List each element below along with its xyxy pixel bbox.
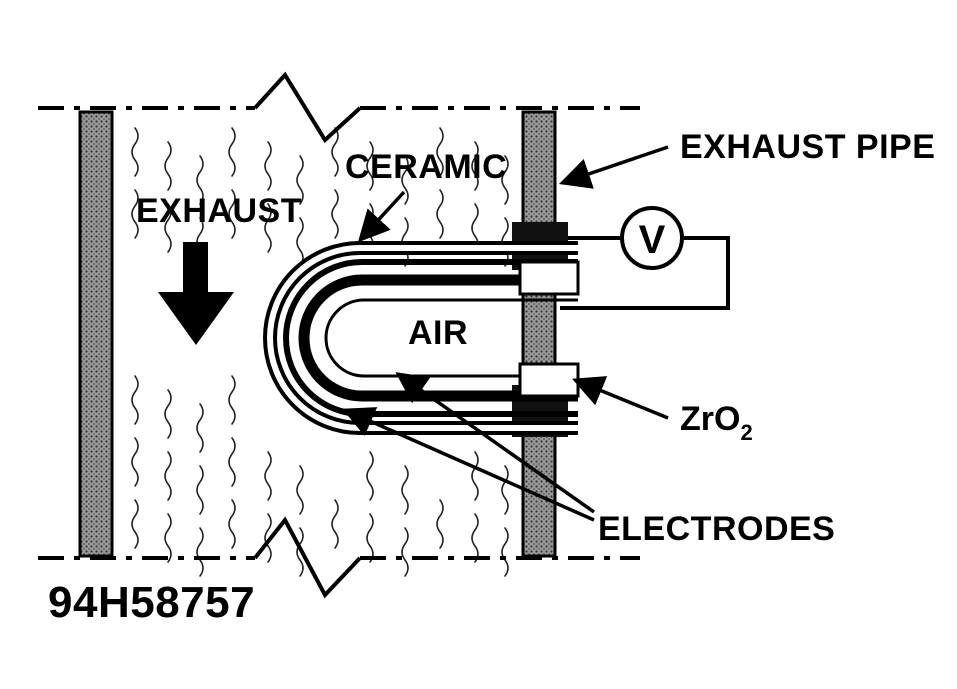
voltmeter-icon bbox=[620, 206, 684, 270]
exhaust-wave bbox=[228, 189, 236, 239]
exhaust-wave bbox=[131, 437, 139, 487]
exhaust-wave bbox=[164, 203, 172, 253]
label-air: AIR bbox=[408, 314, 468, 352]
label-zro2-main: ZrO bbox=[680, 400, 740, 438]
exhaust-wave bbox=[131, 499, 139, 549]
exhaust-wave bbox=[196, 403, 204, 453]
exhaust-wave bbox=[228, 127, 236, 177]
exhaust-wave bbox=[501, 155, 509, 205]
label-exhaust-pipe: EXHAUST PIPE bbox=[680, 128, 935, 166]
exhaust-wave bbox=[331, 127, 339, 177]
label-electrodes: ELECTRODES bbox=[598, 510, 835, 548]
exhaust-wave bbox=[296, 527, 304, 577]
exhaust-direction-arrow-icon bbox=[158, 242, 234, 345]
exhaust-wave bbox=[196, 465, 204, 515]
exhaust-wave bbox=[228, 437, 236, 487]
exhaust-wave bbox=[436, 127, 444, 177]
exhaust-flow-waves bbox=[131, 127, 509, 577]
exhaust-wave bbox=[296, 155, 304, 205]
exhaust-wave bbox=[471, 513, 479, 563]
exhaust-wave bbox=[296, 217, 304, 267]
label-ceramic: CERAMIC bbox=[345, 148, 507, 186]
exhaust-wave bbox=[471, 141, 479, 191]
label-zro2: ZrO2 bbox=[680, 400, 753, 445]
exhaust-wave bbox=[196, 527, 204, 577]
exhaust-wave bbox=[401, 155, 409, 205]
sensor-element bbox=[263, 241, 580, 435]
exhaust-wave bbox=[436, 499, 444, 549]
exhaust-wave bbox=[264, 141, 272, 191]
exhaust-wave bbox=[228, 499, 236, 549]
exhaust-wave bbox=[196, 155, 204, 205]
exhaust-wave bbox=[264, 203, 272, 253]
exhaust-wave bbox=[164, 513, 172, 563]
voltmeter-circuit bbox=[560, 236, 730, 310]
exhaust-wave bbox=[296, 465, 304, 515]
voltmeter-symbol: V bbox=[639, 218, 666, 262]
exhaust-wave bbox=[501, 527, 509, 577]
exhaust-wave bbox=[401, 527, 409, 577]
exhaust-wave bbox=[131, 375, 139, 425]
exhaust-wave bbox=[501, 465, 509, 515]
pipe-wall-left bbox=[78, 110, 114, 558]
exhaust-wave bbox=[164, 389, 172, 439]
exhaust-wave bbox=[401, 465, 409, 515]
exhaust-wave bbox=[331, 499, 339, 549]
exhaust-wave bbox=[131, 127, 139, 177]
exhaust-wave bbox=[471, 451, 479, 501]
exhaust-wave bbox=[264, 451, 272, 501]
exhaust-wave bbox=[131, 189, 139, 239]
figure-code: 94H58757 bbox=[48, 578, 255, 627]
exhaust-wave bbox=[264, 513, 272, 563]
pipe-break-lines bbox=[38, 71, 640, 599]
exhaust-wave bbox=[164, 141, 172, 191]
exhaust-wave bbox=[331, 189, 339, 239]
exhaust-wave bbox=[366, 451, 374, 501]
exhaust-wave bbox=[228, 375, 236, 425]
exhaust-wave bbox=[164, 451, 172, 501]
label-exhaust: EXHAUST bbox=[136, 192, 302, 230]
leader-lines bbox=[342, 145, 669, 522]
exhaust-wave bbox=[366, 513, 374, 563]
exhaust-wave bbox=[436, 189, 444, 239]
exhaust-wave bbox=[366, 141, 374, 191]
label-zro2-subscript: 2 bbox=[740, 420, 752, 445]
